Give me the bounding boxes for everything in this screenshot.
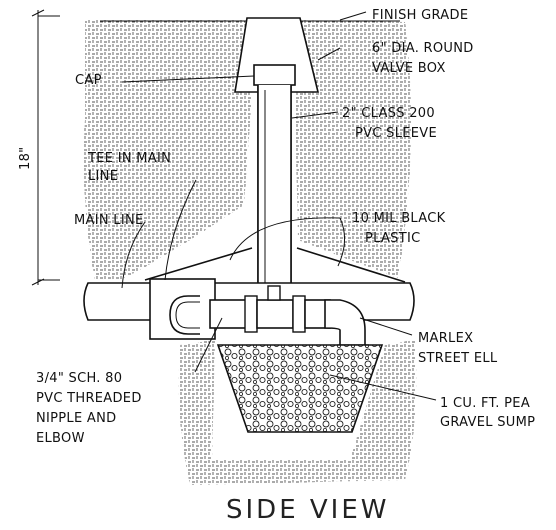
label-marlex-1: MARLEX [418, 331, 473, 346]
pvc-sleeve-fill [258, 85, 291, 298]
leader-nipple [194, 317, 223, 373]
label-finish-grade: FINISH GRADE [372, 8, 468, 23]
label-cap: CAP [75, 73, 102, 88]
label-dimension: 18" [18, 147, 33, 170]
leader-gravel [329, 374, 437, 401]
soil-top-right [295, 20, 412, 278]
soil-bottom [178, 340, 417, 485]
leader-valve-box [317, 47, 341, 61]
label-valve-box-2: VALVE BOX [372, 61, 446, 76]
label-sleeve-2: PVC SLEEVE [355, 126, 437, 141]
valve-body [256, 299, 294, 329]
leader-sleeve [291, 111, 339, 119]
black-plastic [144, 247, 406, 283]
label-marlex-2: STREET ELL [418, 351, 498, 366]
leader-tee [164, 179, 197, 281]
label-nipple-2: PVC THREADED [36, 391, 142, 406]
gravel-sump [216, 344, 384, 433]
leader-finish-grade [339, 11, 367, 21]
drawing-title: SIDE VIEW [226, 495, 389, 525]
dimension-18in [31, 9, 60, 286]
leader-main-line [121, 221, 146, 289]
label-nipple-4: ELBOW [36, 431, 85, 446]
elbow [169, 295, 200, 335]
label-nipple-3: NIPPLE AND [36, 411, 116, 426]
label-tee-1: TEE IN MAIN [87, 151, 171, 166]
label-valve-box-1: 6" DIA. ROUND [372, 41, 474, 56]
leader-plastic [229, 217, 345, 267]
label-gravel-2: GRAVEL SUMP [440, 415, 535, 430]
label-tee-2: LINE [88, 169, 118, 184]
soil-top-left [83, 20, 252, 280]
label-gravel-1: 1 CU. FT. PEA [440, 396, 530, 411]
label-nipple-1: 3/4" SCH. 80 [36, 371, 122, 386]
leader-marlex [359, 317, 413, 336]
label-sleeve-1: 2" CLASS 200 [342, 106, 435, 121]
label-plastic-2: PLASTIC [365, 231, 420, 246]
cap-rect [253, 64, 296, 86]
label-main-line: MAIN LINE [74, 213, 144, 228]
tee-in-main-line [149, 278, 216, 340]
label-plastic-1: 10 MIL BLACK [352, 211, 446, 226]
leader-cap [121, 75, 255, 83]
